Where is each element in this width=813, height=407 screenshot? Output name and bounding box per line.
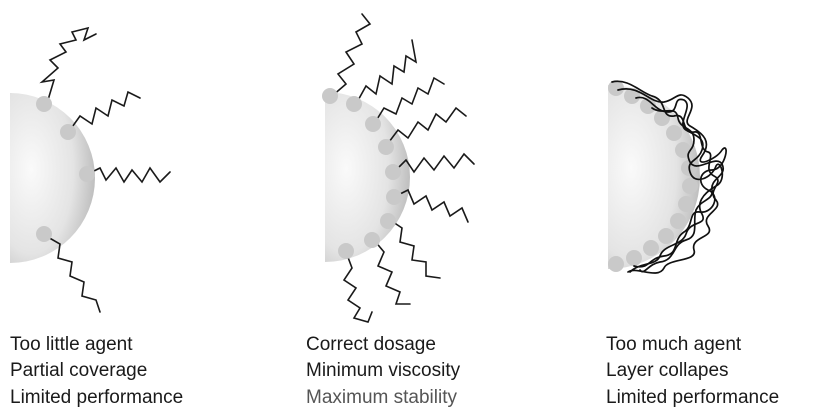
anchor-group <box>608 256 624 272</box>
caption-line-3: Maximum stability <box>306 387 457 407</box>
caption-line-1: Too little agent <box>10 334 133 355</box>
anchor-group <box>36 226 52 242</box>
anchor-group <box>643 240 659 256</box>
anchor-group <box>386 189 402 205</box>
polymer-chain <box>374 240 410 304</box>
panel-too-much: Too much agent Layer collapes Limited pe… <box>606 80 779 407</box>
caption-line-2: Minimum viscosity <box>306 360 461 381</box>
polymer-chain <box>356 40 416 104</box>
polymer-chain <box>70 92 140 130</box>
anchor-group <box>658 228 674 244</box>
polymer-chain <box>344 252 372 322</box>
panel-correct-dosage: Correct dosage Minimum viscosity Maximum… <box>306 14 474 407</box>
anchor-group <box>670 213 686 229</box>
polymer-chain <box>332 14 370 96</box>
polymer-chain <box>88 168 170 182</box>
anchor-group <box>364 232 380 248</box>
caption-line-3: Limited performance <box>606 387 779 407</box>
anchor-group <box>626 250 642 266</box>
anchor-group <box>338 243 354 259</box>
anchor-group <box>346 96 362 112</box>
anchor-group <box>624 88 640 104</box>
anchor-group <box>678 196 694 212</box>
anchor-group <box>682 178 698 194</box>
anchor-group <box>380 213 396 229</box>
anchor-group <box>385 164 401 180</box>
polymer-chain <box>42 28 96 100</box>
caption-line-2: Partial coverage <box>10 360 147 381</box>
anchor-group <box>378 139 394 155</box>
anchor-group <box>60 124 76 140</box>
caption-line-3: Limited performance <box>10 387 183 407</box>
polymer-chain <box>390 220 440 278</box>
caption-line-1: Too much agent <box>606 334 742 355</box>
anchor-group <box>79 166 95 182</box>
caption-line-1: Correct dosage <box>306 334 436 355</box>
anchor-group <box>36 96 52 112</box>
anchor-group <box>365 116 381 132</box>
panel-too-little: Too little agent Partial coverage Limite… <box>10 28 183 407</box>
caption-line-2: Layer collapes <box>606 360 729 381</box>
anchor-group <box>322 88 338 104</box>
anchor-group <box>666 125 682 141</box>
